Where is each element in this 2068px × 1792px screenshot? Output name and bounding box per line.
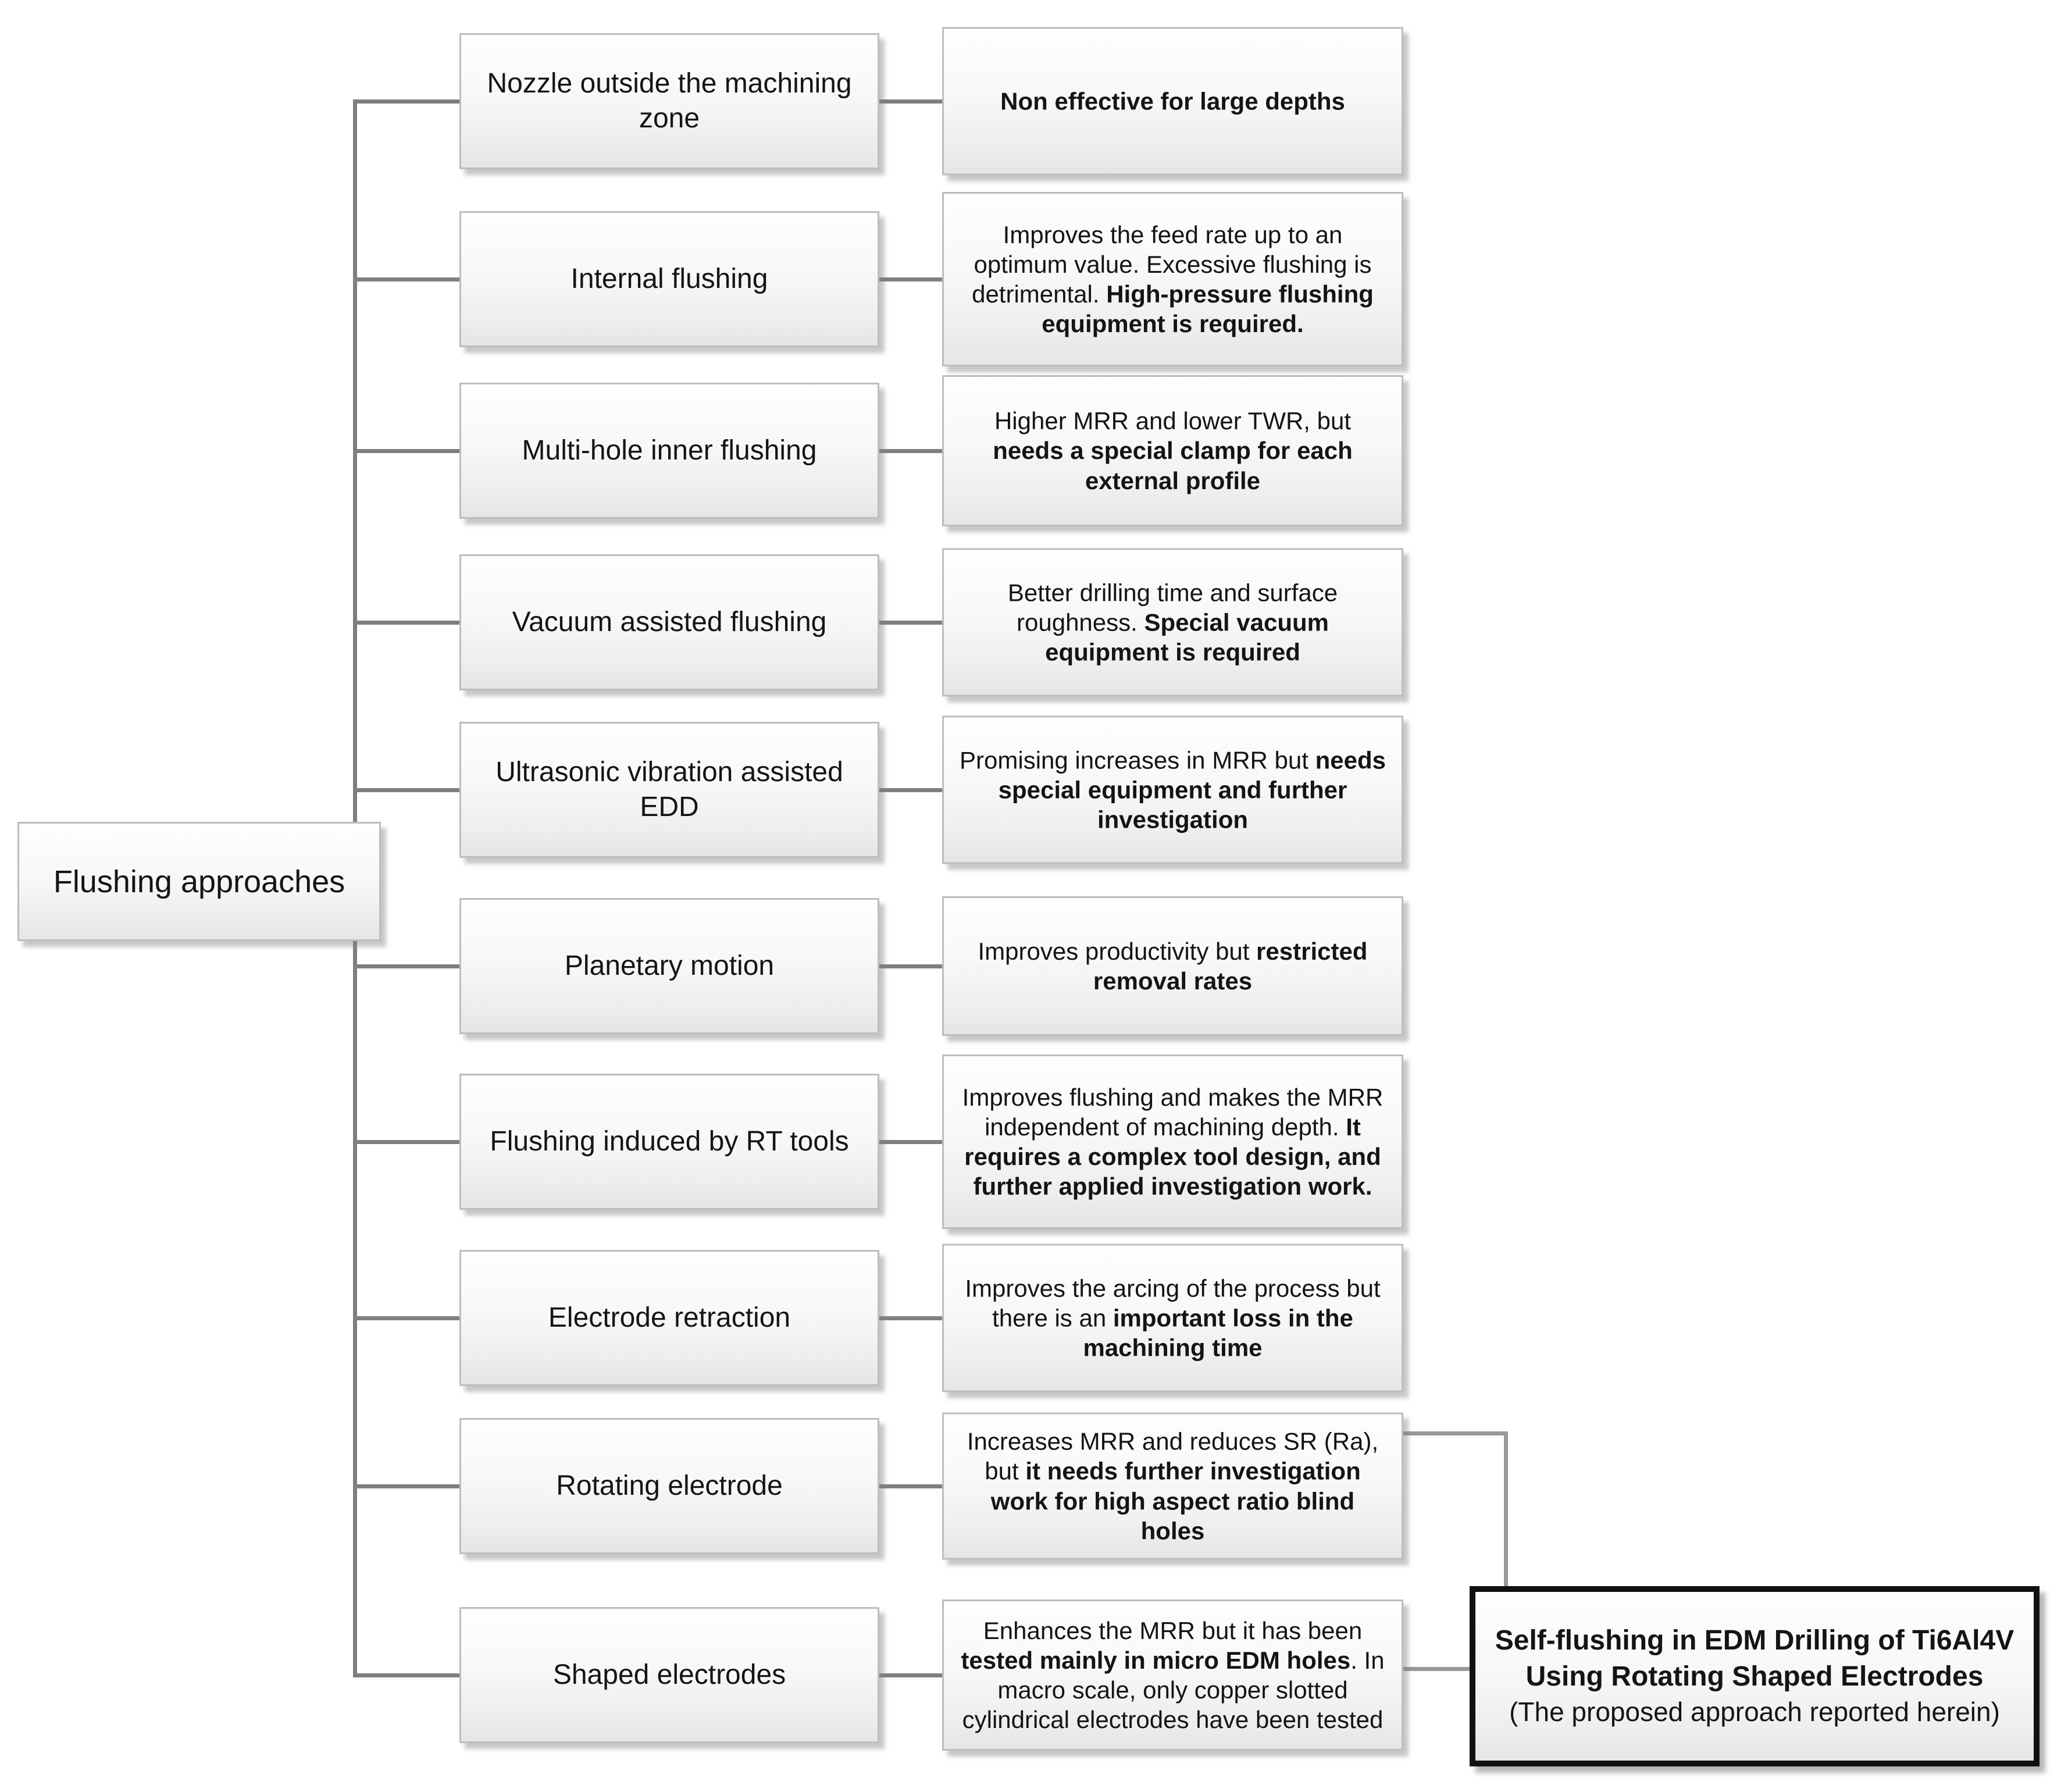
link-line — [879, 1673, 942, 1677]
description-text: Increases MRR and reduces SR (Ra), but i… — [967, 1427, 1379, 1545]
root-label: Flushing approaches — [53, 864, 345, 899]
approach-box-vacuum-assisted: Vacuum assisted flushing — [459, 554, 879, 690]
approach-label: Planetary motion — [564, 950, 775, 981]
description-text: Improves the feed rate up to an optimum … — [972, 220, 1374, 338]
approach-label: Shaped electrodes — [552, 1659, 786, 1690]
link-line — [879, 449, 942, 453]
description-box: Improves productivity but restricted rem… — [942, 896, 1403, 1036]
approach-box-planetary-motion: Planetary motion — [459, 898, 879, 1034]
description-text: Enhances the MRR but it has been tested … — [961, 1616, 1385, 1734]
approach-label: Multi-hole inner flushing — [522, 435, 817, 466]
branch-line — [355, 449, 459, 453]
approach-box-multi-hole: Multi-hole inner flushing — [459, 383, 879, 519]
approach-label: Rotating electrode — [556, 1470, 783, 1501]
description-text: Non effective for large depths — [1000, 87, 1345, 115]
description-text: Improves productivity but restricted rem… — [978, 937, 1368, 995]
elbow-connector-horizontal — [1402, 1431, 1508, 1435]
root-box-flushing-approaches: Flushing approaches — [17, 822, 381, 941]
elbow-connector-vertical — [1504, 1431, 1508, 1590]
link-line — [879, 1140, 942, 1144]
proposed-title-line2: Using Rotating Shaped Electrodes — [1525, 1661, 1984, 1693]
branch-line — [355, 277, 459, 282]
approach-label: Internal flushing — [571, 263, 768, 294]
description-text: Higher MRR and lower TWR, but needs a sp… — [993, 407, 1353, 494]
description-box: Enhances the MRR but it has been tested … — [942, 1599, 1403, 1751]
branch-line — [355, 621, 459, 625]
link-line — [879, 788, 942, 792]
description-box: Improves the arcing of the process but t… — [942, 1244, 1403, 1392]
approach-box-shaped-electrodes: Shaped electrodes — [459, 1607, 879, 1743]
proposed-title-line1: Self-flushing in EDM Drilling of Ti6Al4V — [1495, 1624, 2014, 1656]
branch-line — [355, 1316, 459, 1320]
description-box: Improves flushing and makes the MRR inde… — [942, 1054, 1403, 1229]
description-box: Increases MRR and reduces SR (Ra), but i… — [942, 1412, 1403, 1560]
link-line — [879, 1484, 942, 1488]
approach-box-ultrasonic: Ultrasonic vibration assisted EDD — [459, 722, 879, 858]
link-line — [879, 621, 942, 625]
approach-box-electrode-retraction: Electrode retraction — [459, 1250, 879, 1386]
description-box: Better drilling time and surface roughne… — [942, 548, 1403, 697]
branch-line — [355, 788, 459, 792]
approach-box-nozzle-outside: Nozzle outside the machining zone — [459, 33, 879, 169]
description-text: Improves the arcing of the process but t… — [965, 1274, 1381, 1362]
proposed-approach-box: Self-flushing in EDM Drilling of Ti6Al4V… — [1470, 1586, 2040, 1766]
branch-line — [355, 1140, 459, 1144]
branch-line — [355, 964, 459, 968]
description-text: Promising increases in MRR but needs spe… — [960, 746, 1386, 833]
description-text: Better drilling time and surface roughne… — [1007, 579, 1338, 666]
description-box: Non effective for large depths — [942, 27, 1403, 176]
approach-label: Vacuum assisted flushing — [512, 607, 827, 637]
approach-label: Flushing induced by RT tools — [490, 1126, 849, 1157]
link-line — [879, 1316, 942, 1320]
approach-box-internal-flushing: Internal flushing — [459, 211, 879, 347]
description-text: Improves flushing and makes the MRR inde… — [962, 1083, 1384, 1200]
approach-label: Ultrasonic vibration assisted EDD — [495, 757, 843, 822]
proposed-subtitle: (The proposed approach reported herein) — [1509, 1697, 2000, 1727]
proposed-left-connector — [1402, 1667, 1471, 1671]
link-line — [879, 964, 942, 968]
approach-label: Electrode retraction — [548, 1302, 791, 1333]
approach-box-rotating-electrode: Rotating electrode — [459, 1418, 879, 1554]
branch-line — [355, 99, 459, 104]
approach-label: Nozzle outside the machining zone — [487, 68, 852, 134]
description-box: Promising increases in MRR but needs spe… — [942, 715, 1403, 864]
approach-box-rt-tools: Flushing induced by RT tools — [459, 1074, 879, 1210]
branch-line — [355, 1484, 459, 1488]
description-box: Higher MRR and lower TWR, but needs a sp… — [942, 375, 1403, 526]
link-line — [879, 99, 942, 104]
branch-line — [355, 1673, 459, 1677]
link-line — [879, 277, 942, 282]
description-box: Improves the feed rate up to an optimum … — [942, 192, 1403, 366]
